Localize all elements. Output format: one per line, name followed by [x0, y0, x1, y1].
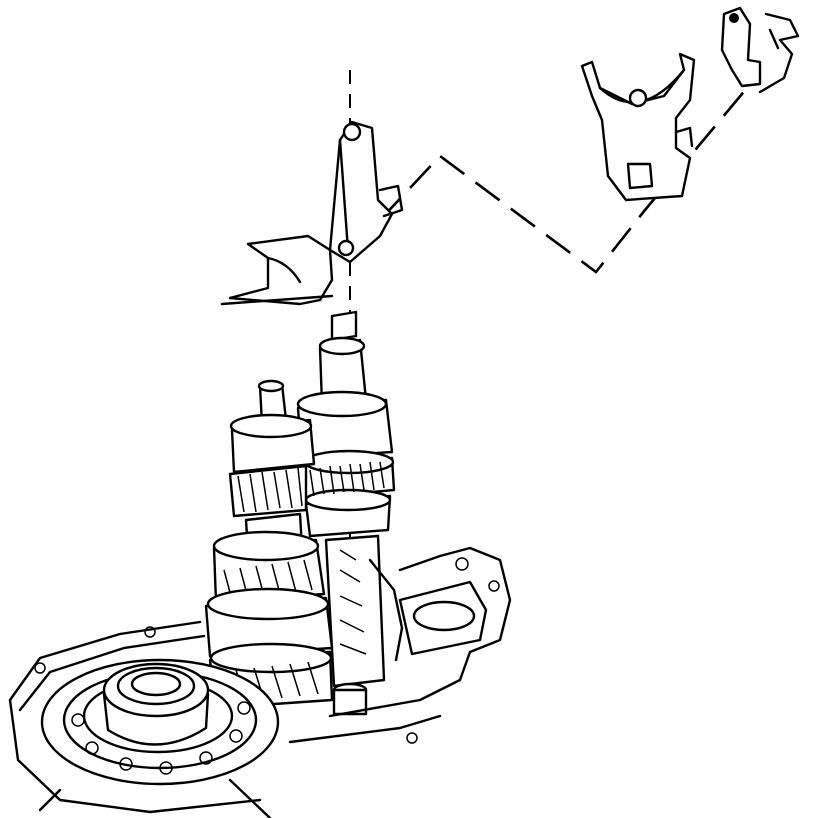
fork-pivot-bolt [342, 122, 362, 142]
countershaft-gear-stack [204, 379, 334, 710]
differential-ring-gear [40, 658, 280, 786]
mainshaft-gear-stack [296, 310, 396, 716]
bolt-lock [720, 6, 800, 94]
shift-fork-right [580, 52, 696, 202]
shift-fork-left [220, 120, 404, 306]
fork-top-bolt [628, 88, 648, 108]
transmission-case [8, 546, 512, 818]
fork-bottom-bolt [337, 239, 355, 257]
fork-connection-line [379, 81, 753, 274]
